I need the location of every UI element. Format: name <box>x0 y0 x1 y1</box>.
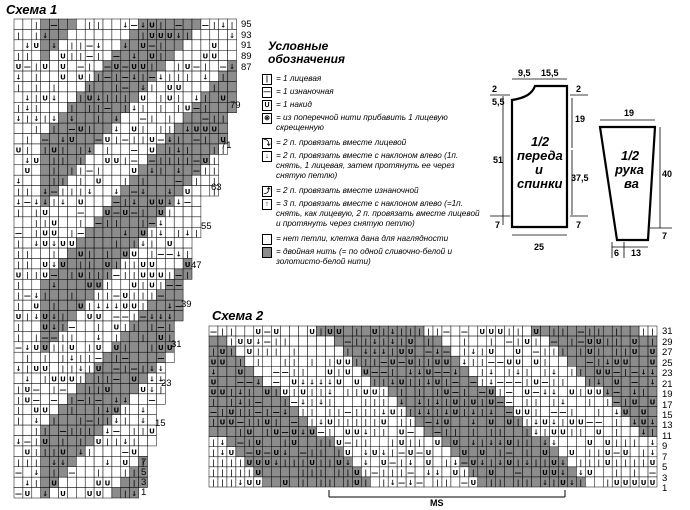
stitch-glyph: | <box>160 42 163 51</box>
stitch-glyph: ↓ <box>122 42 128 50</box>
stitch-glyph: | <box>26 53 29 62</box>
stitch-glyph: U <box>149 21 155 29</box>
stitch-glyph: | <box>97 21 100 30</box>
front-label: переда <box>517 148 563 163</box>
sleeve-dim-bottom-b: 13 <box>631 248 641 258</box>
stitch-glyph: — <box>86 53 93 61</box>
stitch-glyph: | <box>142 32 145 41</box>
scheme1-title: Схема 1 <box>6 2 58 17</box>
stitch-glyph: | <box>35 32 38 41</box>
dim-hem-left: 7 <box>495 220 500 230</box>
sleeve-dim-bottom-a: 6 <box>614 248 619 258</box>
stitch-glyph: | <box>17 32 20 41</box>
stitch-glyph: U <box>211 42 217 50</box>
stitch-glyph: | <box>213 21 216 30</box>
stitch-glyph: | <box>79 42 82 51</box>
stitch-glyph: | <box>71 53 74 62</box>
front-back-piece: 25 51 9,5 15,5 2 5,5 2 19 37,5 7 7 1/2 п… <box>490 68 589 252</box>
stitch-glyph: — <box>175 21 182 29</box>
stitch-glyph: ↓ <box>122 21 128 29</box>
sleeve-label: 1/2 <box>621 148 640 163</box>
stitch-glyph: ↓ <box>24 42 30 50</box>
front-label: спинки <box>517 176 563 191</box>
dim-left-b: 5,5 <box>492 97 505 107</box>
dim-hem-right: 7 <box>576 220 581 230</box>
dim-top-b: 15,5 <box>541 68 559 78</box>
stitch-glyph: ↓ <box>96 42 102 50</box>
stitch-glyph: | <box>35 21 38 30</box>
dim-body: 37,5 <box>571 173 589 183</box>
stitch-glyph: | <box>186 32 189 41</box>
sleeve-dim-height: 40 <box>662 169 672 179</box>
stitch-glyph: U <box>60 53 66 61</box>
scheme2-title: Схема 2 <box>212 308 264 323</box>
stitch-glyph: — <box>51 21 58 29</box>
stitch-glyph: — <box>86 42 93 50</box>
stitch-glyph: | <box>71 42 74 51</box>
dim-right-a: 2 <box>576 84 581 94</box>
stitch-glyph: ↓ <box>51 42 57 50</box>
sleeve-piece: 19 40 7 6 13 1/2 рука ва <box>598 108 672 258</box>
stitch-glyph: — <box>131 21 138 29</box>
stitch-glyph: | <box>97 53 100 62</box>
stitch-glyph: ↓ <box>176 32 182 40</box>
dim-height: 51 <box>493 155 503 165</box>
stitch-glyph: | <box>231 21 234 30</box>
front-label: и <box>535 162 543 177</box>
stitch-glyph: — <box>202 21 209 29</box>
dim-left-a: 2 <box>492 84 497 94</box>
dim-right-b: 19 <box>575 114 585 124</box>
stitch-glyph: U <box>33 42 39 50</box>
stitch-glyph: U <box>158 32 164 40</box>
dim-width: 25 <box>534 242 544 252</box>
sleeve-dim-top: 19 <box>624 108 634 118</box>
stitch-glyph: ↓ <box>140 21 146 29</box>
sleeve-label: ва <box>624 176 639 191</box>
stitch-glyph: | <box>160 21 163 30</box>
stitch-glyph: ↓ <box>220 21 226 29</box>
stitch-glyph: ↓ <box>229 32 235 40</box>
stitch-glyph: — <box>148 42 155 50</box>
stitch-glyph: U <box>149 32 155 40</box>
sleeve-label: рука <box>614 162 644 177</box>
stitch-glyph: | <box>79 53 82 62</box>
dim-top-a: 9,5 <box>518 68 531 78</box>
sleeve-dim-hem: 7 <box>662 231 667 241</box>
front-label: 1/2 <box>531 134 550 149</box>
stitch-glyph: U <box>167 32 173 40</box>
stitch-glyph: | <box>17 53 20 62</box>
stitch-glyph: U <box>140 42 146 50</box>
stitch-glyph: ↓ <box>42 32 48 40</box>
stitch-glyph: | <box>88 21 91 30</box>
